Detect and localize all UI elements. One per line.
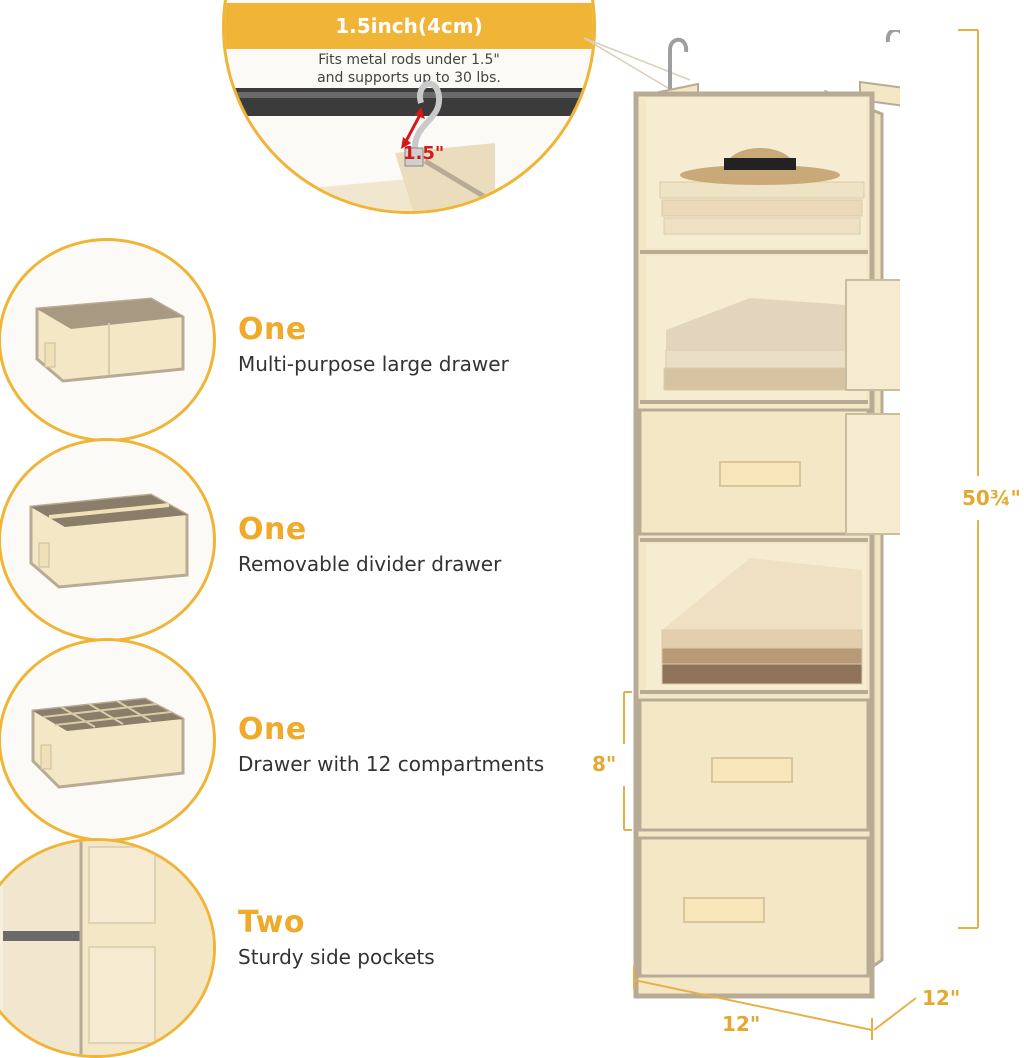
side-pocket-image xyxy=(0,838,216,1058)
divider-drawer-image xyxy=(0,438,216,642)
drawer-height-dimension: 8" xyxy=(592,752,617,776)
feature-title-large-drawer: One xyxy=(238,312,307,347)
feature-desc-large-drawer: Multi-purpose large drawer xyxy=(238,352,509,376)
large-drawer-image xyxy=(0,238,216,442)
rod-size-title: 1.5inch(4cm) xyxy=(225,3,593,49)
compartment-drawer-image xyxy=(0,638,216,842)
rod-diameter-label: 1.5" xyxy=(403,143,445,164)
feature-title-side-pockets: Two xyxy=(238,905,305,940)
feature-title-compartment-drawer: One xyxy=(238,712,307,747)
rod-hook-illustration xyxy=(225,80,593,211)
rod-fit-line2: and supports up to 30 lbs. xyxy=(317,70,501,86)
hanging-organizer-illustration xyxy=(633,30,900,999)
feature-desc-divider-drawer: Removable divider drawer xyxy=(238,552,502,576)
rod-fit-line1: Fits metal rods under 1.5" xyxy=(318,52,500,68)
feature-title-divider-drawer: One xyxy=(238,512,307,547)
feature-desc-compartment-drawer: Drawer with 12 compartments xyxy=(238,752,545,776)
depth-dimension: 12" xyxy=(922,986,961,1010)
width-dimension: 12" xyxy=(722,1012,761,1036)
rod-detail-callout: 1.5inch(4cm) Fits metal rods under 1.5" … xyxy=(222,0,596,214)
feature-desc-side-pockets: Sturdy side pockets xyxy=(238,945,435,969)
height-dimension: 50¾" xyxy=(962,486,1021,510)
